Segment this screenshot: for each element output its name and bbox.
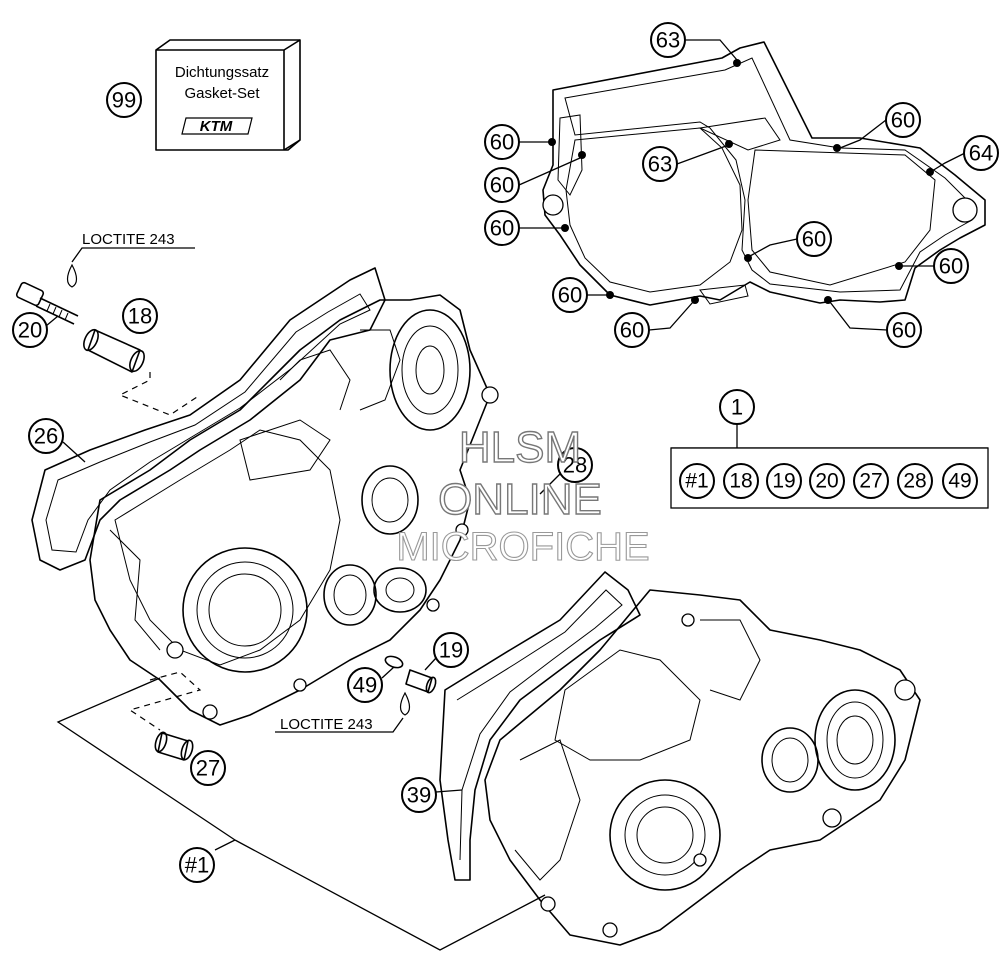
svg-text:27: 27	[859, 470, 882, 493]
svg-text:63: 63	[656, 28, 680, 53]
svg-text:18: 18	[128, 304, 152, 329]
svg-text:60: 60	[490, 173, 514, 198]
svg-text:#1: #1	[685, 470, 708, 493]
watermark-line3: MICROFICHE	[396, 525, 649, 569]
svg-text:63: 63	[648, 152, 672, 177]
svg-text:28: 28	[903, 470, 926, 493]
kit-item-1[interactable]: #1	[679, 463, 715, 499]
callout-60-top-right[interactable]: 60	[885, 102, 921, 138]
kit-item-28[interactable]: 28	[897, 463, 933, 499]
dowel-27-path	[128, 671, 202, 731]
svg-text:60: 60	[490, 216, 514, 241]
svg-text:49: 49	[353, 673, 377, 698]
kit-item-20[interactable]: 20	[809, 463, 845, 499]
loctite-lower-label: LOCTITE 243	[280, 716, 373, 733]
callout-19[interactable]: 19	[433, 632, 469, 668]
svg-text:99: 99	[112, 88, 136, 113]
svg-text:49: 49	[948, 470, 971, 493]
screw-plug-19	[384, 655, 437, 694]
assembly-bracket	[56, 677, 546, 951]
leader-39	[435, 789, 463, 793]
svg-text:39: 39	[407, 783, 431, 808]
leader-19	[424, 657, 437, 671]
gasket-set-box: Dichtungssatz Gasket-Set KTM	[155, 39, 301, 151]
callout-63-inner[interactable]: 63	[642, 146, 678, 182]
dowel-27	[154, 731, 194, 761]
leader-26	[62, 441, 86, 463]
callout-64[interactable]: 64	[963, 135, 999, 171]
leader-20	[45, 315, 59, 327]
left-crankcase-half	[89, 294, 499, 726]
svg-text:28: 28	[563, 453, 587, 478]
watermark-line1: HLSM	[459, 423, 581, 472]
kit-item-19[interactable]: 19	[766, 463, 802, 499]
callout-60-left-1[interactable]: 60	[484, 124, 520, 160]
callout-20[interactable]: 20	[12, 312, 48, 348]
gasket-set-line2: Gasket-Set	[184, 85, 260, 102]
svg-text:26: 26	[34, 424, 58, 449]
callout-27[interactable]: 27	[190, 750, 226, 786]
leader-28	[539, 473, 561, 495]
svg-text:19: 19	[439, 638, 463, 663]
svg-text:60: 60	[892, 318, 916, 343]
callout-18[interactable]: 18	[122, 298, 158, 334]
callout-49[interactable]: 49	[347, 667, 383, 703]
left-gasket-26	[31, 267, 386, 571]
svg-text:20: 20	[18, 318, 42, 343]
right-crankcase-half	[484, 589, 921, 946]
callout-99[interactable]: 99	[106, 82, 142, 118]
kit-leader	[671, 424, 988, 449]
callout-26[interactable]: 26	[28, 418, 64, 454]
callout-60-middle[interactable]: 60	[796, 221, 832, 257]
callout-60-bottom-right[interactable]: 60	[886, 312, 922, 348]
svg-text:19: 19	[772, 470, 795, 493]
kit-item-18[interactable]: 18	[723, 463, 759, 499]
svg-text:60: 60	[939, 254, 963, 279]
svg-text:60: 60	[558, 283, 582, 308]
loctite-upper: LOCTITE 243	[66, 231, 195, 288]
kit-item-27[interactable]: 27	[853, 463, 889, 499]
callout-63-top[interactable]: 63	[650, 22, 686, 58]
loctite-lower: LOCTITE 243	[275, 691, 411, 733]
svg-text:64: 64	[969, 141, 993, 166]
loctite-upper-label: LOCTITE 243	[82, 231, 175, 248]
svg-text:60: 60	[620, 318, 644, 343]
callout-60-left-2[interactable]: 60	[484, 167, 520, 203]
callout-60-bottom-mid[interactable]: 60	[614, 312, 650, 348]
dowel-18	[83, 328, 145, 373]
gasket-set-line1: Dichtungssatz	[175, 64, 269, 81]
svg-text:#1: #1	[185, 853, 209, 878]
svg-text:20: 20	[815, 470, 838, 493]
screw-20	[15, 281, 79, 325]
watermark: HLSM ONLINE MICROFICHE	[396, 422, 650, 569]
ktm-logo: KTM	[181, 117, 253, 135]
dowel-18-path	[118, 372, 201, 416]
right-gasket-39	[439, 571, 641, 881]
callout-39[interactable]: 39	[401, 777, 437, 813]
callout-28[interactable]: 28	[557, 447, 593, 483]
svg-text:27: 27	[196, 756, 220, 781]
callout-60-bottom-left[interactable]: 60	[552, 277, 588, 313]
kit-item-49[interactable]: 49	[942, 463, 978, 499]
gasket-screw-dots	[548, 59, 934, 304]
svg-text:60: 60	[802, 227, 826, 252]
svg-text:18: 18	[729, 470, 752, 493]
svg-text:1: 1	[731, 395, 743, 420]
leader-49	[381, 666, 395, 679]
callout-1[interactable]: 1	[719, 389, 755, 425]
callout-60-right[interactable]: 60	[933, 248, 969, 284]
ktm-logo-text: KTM	[200, 118, 233, 135]
svg-text:60: 60	[490, 130, 514, 155]
callout-1-assembly[interactable]: #1	[179, 847, 215, 883]
watermark-line2: ONLINE	[438, 475, 602, 524]
callout-60-left-3[interactable]: 60	[484, 210, 520, 246]
gasket-leader-lines	[518, 39, 966, 331]
svg-text:60: 60	[891, 108, 915, 133]
